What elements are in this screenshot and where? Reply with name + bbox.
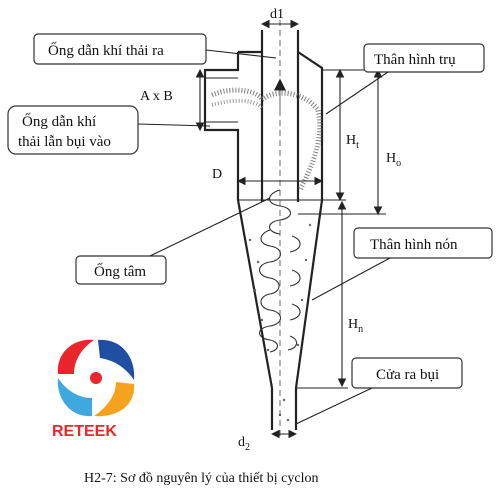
d2-label: d2 — [238, 435, 250, 453]
outlet-pipe-leader — [205, 49, 277, 59]
reteek-logo: RETEEK — [52, 339, 135, 440]
logo-text: RETEEK — [52, 423, 117, 440]
Ho-label: Ho — [386, 151, 401, 169]
Hn-label: Hn — [348, 317, 363, 335]
dust-swirl-outer — [211, 87, 323, 192]
dust-outlet-callout — [351, 357, 463, 389]
logo-swirl-red — [57, 339, 94, 374]
inlet-pipe-leader — [137, 123, 211, 127]
cone-left-wall — [236, 199, 274, 389]
Ht-label: Ht — [346, 133, 359, 151]
center-tube-callout-text: Ống tâm — [94, 262, 146, 280]
figure-caption: H2-7: Sơ đồ nguyên lý của thiết bị cyclo… — [84, 471, 318, 486]
cyclone-body — [203, 30, 324, 430]
outlet-pipe-callout-text: Ống dẫn khí thải ra — [48, 41, 164, 59]
cylinder-body-leader — [325, 71, 389, 115]
cylinder-left-wall — [203, 52, 240, 200]
cone-body-callout — [353, 227, 493, 259]
logo-swirl-orange — [94, 382, 135, 417]
dust-outlet-callout-text: Cửa ra bụi — [376, 367, 439, 383]
logo-center-dot — [90, 372, 102, 384]
inlet-pipe-callout-text-2: thải lẫn bụi vào — [18, 134, 111, 150]
cylinder-body-callout-text: Thân hình trụ — [374, 52, 456, 68]
cone-body-leader — [311, 257, 391, 301]
logo-swirl-blue — [98, 339, 135, 380]
outlet-pipe-callout — [33, 33, 207, 65]
cylinder-body-callout — [363, 43, 485, 73]
cylinder-right-wall — [297, 51, 324, 200]
dust-outlet-leader — [295, 387, 373, 425]
inlet-pipe-callout-text-1: Ống dẫn khí — [22, 112, 96, 130]
d1-label: d1 — [270, 7, 284, 22]
inlet-size-label: A x B — [140, 89, 173, 104]
center-tube-callout — [75, 255, 167, 285]
cone-right-wall — [294, 199, 324, 389]
center-tube-leader — [149, 197, 271, 257]
logo-swirl-lightblue — [57, 378, 92, 417]
D-label: D — [212, 167, 222, 182]
cone-body-callout-text: Thân hình nón — [370, 237, 458, 253]
inlet-pipe-callout — [7, 105, 139, 155]
